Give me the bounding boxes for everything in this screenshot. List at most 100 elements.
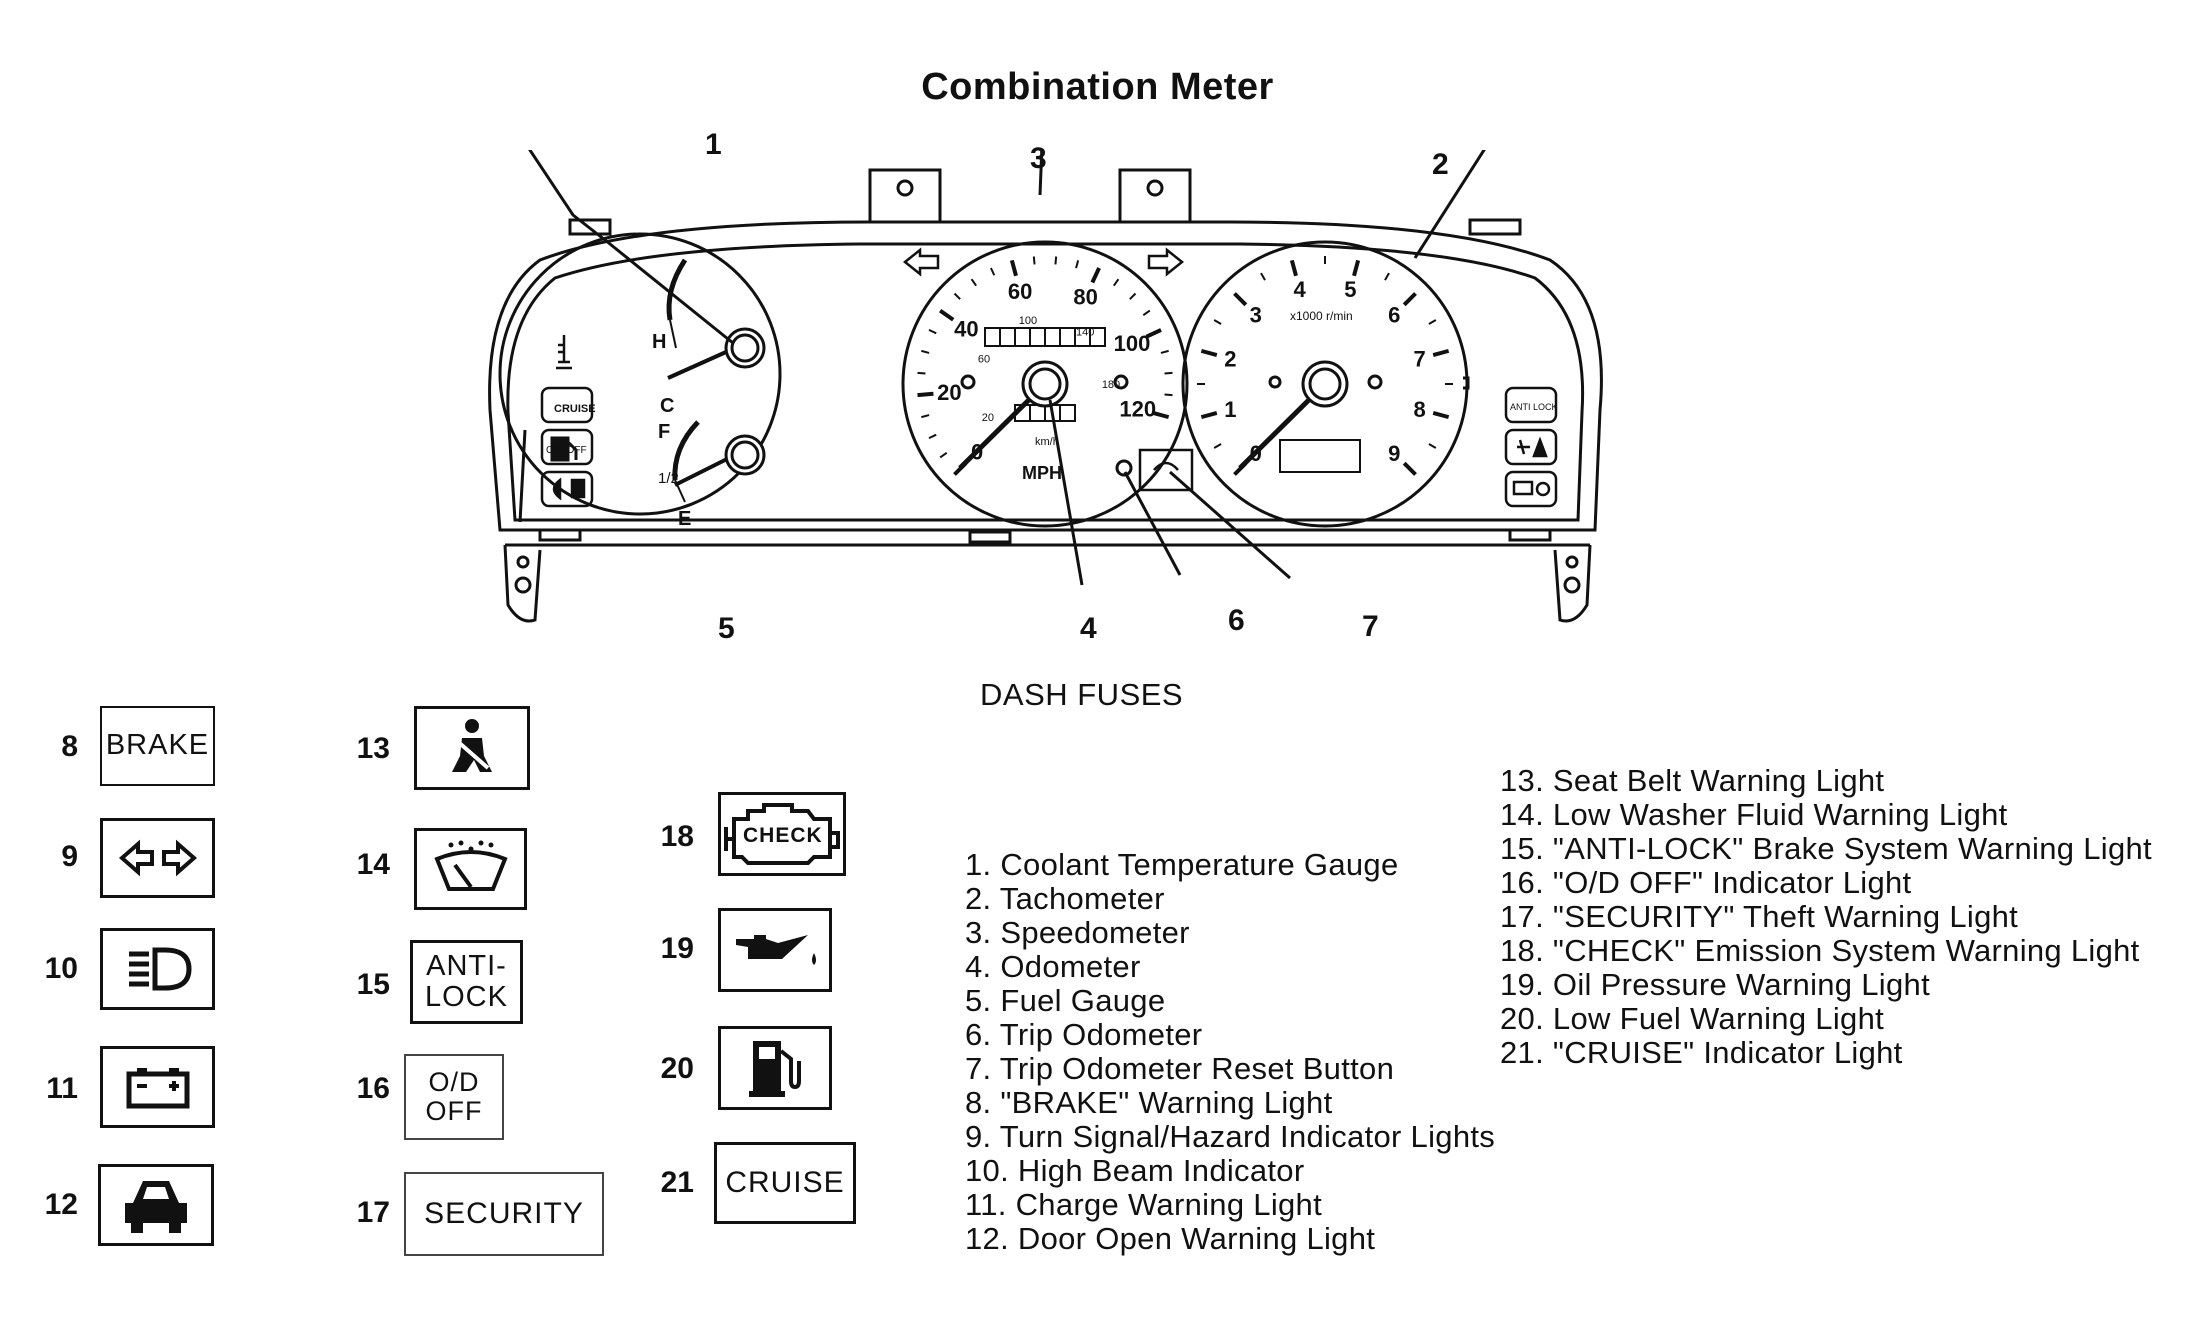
check-engine-icon — [724, 803, 840, 865]
cluster-housing — [488, 220, 1603, 532]
indicator-oil-pressure — [718, 908, 832, 992]
callout-3: 3 — [1030, 142, 1047, 175]
indicator-high-beam — [100, 928, 215, 1010]
tachometer-label: 2 — [1224, 346, 1236, 371]
legend-item: 14. Low Washer Fluid Warning Light — [1500, 797, 2008, 832]
fuel-half-label: 1/2 — [658, 470, 679, 487]
cluster-od-off-label: O/D OFF — [546, 445, 587, 456]
speedometer-mph-tick — [970, 278, 977, 287]
legend-item: 10. High Beam Indicator — [965, 1153, 1305, 1188]
tachometer-tick — [1428, 319, 1437, 325]
tachometer-tick — [1213, 319, 1222, 325]
speedometer-mph-tick — [1164, 371, 1173, 375]
speedometer-mph-tick — [1164, 393, 1173, 397]
tachometer-label: 0 — [1250, 441, 1262, 466]
indicator-number: 15 — [356, 968, 390, 1001]
tachometer-tick — [1432, 348, 1450, 357]
fuel-icon — [570, 478, 586, 499]
indicator-charge — [100, 1046, 215, 1128]
indicator-od-off-label: O/D OFF — [425, 1066, 483, 1126]
speedometer-mph-tick — [1160, 349, 1169, 354]
indicator-turn-signal — [100, 818, 215, 898]
top-mount-tab — [868, 168, 942, 222]
battery-icon — [1512, 480, 1534, 496]
legend-left: 1. Coolant Temperature Gauge 2. Tachomet… — [965, 848, 1495, 1256]
speedometer-mph-tick — [928, 433, 937, 440]
speedometer-kmh-label: 100 — [1019, 315, 1037, 327]
tachometer-label: 9 — [1388, 441, 1400, 466]
callout-4: 4 — [1080, 612, 1097, 645]
speedometer-mph-tick — [1113, 278, 1120, 287]
speedometer-mph-label: 80 — [1073, 285, 1097, 310]
diagram-title: Combination Meter — [921, 66, 1274, 108]
speedometer-mph-label: 100 — [1114, 331, 1151, 356]
legend-item: 18. "CHECK" Emission System Warning Ligh… — [1500, 933, 2140, 968]
speedometer-mph-tick — [953, 292, 961, 300]
speedometer-kmh-label: 20 — [982, 412, 994, 424]
indicator-number: 8 — [61, 730, 78, 763]
speedometer-mph-tick — [1075, 260, 1080, 269]
speedometer-mph-tick — [1152, 411, 1170, 420]
legend-item: 13. Seat Belt Warning Light — [1500, 763, 1885, 798]
speedometer-mph-tick — [1054, 256, 1058, 265]
cluster-bezel — [506, 242, 1585, 522]
trip-reset-knob — [1115, 459, 1133, 477]
indicator-number: 21 — [660, 1166, 694, 1199]
speedometer-mph-tick — [939, 308, 955, 322]
cluster-indicator — [1504, 428, 1558, 466]
speedometer-mph-tick — [917, 371, 926, 375]
tachometer-tick — [1260, 272, 1266, 281]
indicator-number: 11 — [46, 1072, 78, 1105]
tachometer-tick — [1213, 443, 1222, 449]
indicator-od-off: O/D OFF — [404, 1054, 504, 1140]
cluster-indicator — [540, 386, 594, 424]
indicator-cruise: CRUISE — [714, 1142, 856, 1224]
cluster-indicator — [1504, 386, 1558, 424]
oil-pressure-icon — [736, 935, 816, 965]
tachometer-label: 3 — [1250, 302, 1262, 327]
tachometer-tick — [1352, 259, 1361, 277]
indicator-number: 12 — [44, 1188, 78, 1221]
washer-fluid-icon — [433, 840, 508, 891]
legend-item: 2. Tachometer — [965, 881, 1165, 916]
high-beam-icon — [552, 477, 562, 501]
seat-belt-icon — [452, 719, 492, 772]
indicator-number: 13 — [356, 732, 390, 765]
indicator-anti-lock-label: ANTI- LOCK — [425, 949, 508, 1013]
tachometer-tick — [1200, 348, 1218, 357]
tachometer-tick — [1289, 259, 1298, 277]
seat-belt-icon — [1517, 439, 1530, 455]
temp-fuel-gauge — [498, 232, 782, 516]
indicator-number: 18 — [660, 820, 694, 853]
speedometer-mph-label: 60 — [1008, 279, 1032, 304]
legend-item: 3. Speedometer — [965, 915, 1190, 950]
tachometer-tick — [1428, 443, 1437, 449]
coolant-temp-icon — [556, 335, 572, 370]
indicator-number: 19 — [660, 932, 694, 965]
fuel-full-label: F — [658, 421, 670, 443]
indicator-check-engine: CHECK — [718, 792, 846, 876]
legend-item: 6. Trip Odometer — [965, 1017, 1203, 1052]
speedometer-mph-tick — [928, 328, 937, 335]
cluster-indicator — [540, 470, 594, 508]
cluster-indicator — [540, 428, 594, 466]
legend-item: 16. "O/D OFF" Indicator Light — [1500, 865, 1912, 900]
indicator-brake-label: BRAKE — [105, 729, 210, 762]
tachometer-label: 7 — [1414, 346, 1426, 371]
indicator-number: 17 — [356, 1196, 390, 1229]
speed-unit-kmh: km/h — [1035, 436, 1059, 448]
speedometer-mph-tick — [1090, 267, 1101, 284]
callout-2: 2 — [1432, 148, 1449, 181]
temp-cold-label: C — [660, 395, 674, 417]
tachometer-tick — [1402, 292, 1417, 307]
speedometer-mph-tick — [921, 414, 930, 419]
indicator-security: SECURITY — [404, 1172, 604, 1256]
cluster-indicator — [1504, 470, 1558, 508]
tachometer-tick — [1432, 411, 1450, 420]
speedometer-mph-tick — [1032, 256, 1036, 265]
high-beam-icon — [128, 947, 192, 991]
tach-unit: x1000 r/min — [1290, 309, 1353, 323]
fuel-empty-label: E — [678, 508, 691, 530]
door-open-icon — [1532, 436, 1548, 458]
speedometer-mph-tick — [921, 349, 930, 354]
